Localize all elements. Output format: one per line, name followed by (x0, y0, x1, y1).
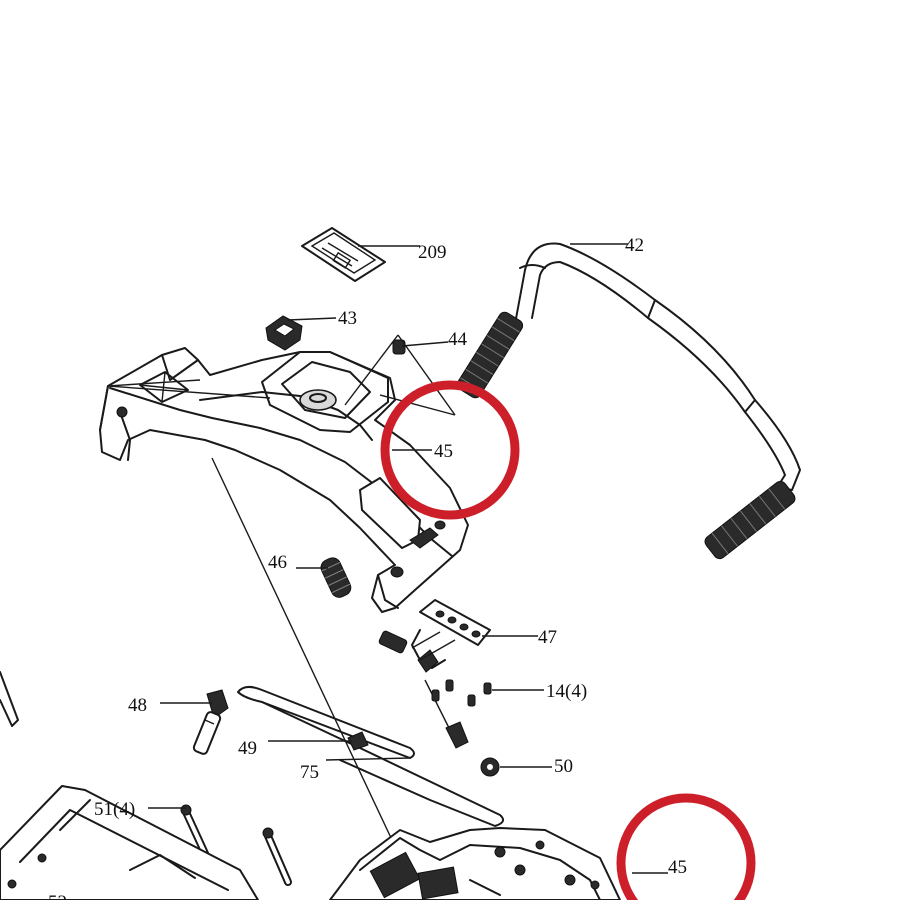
label-47: 47 (538, 627, 557, 648)
part-50-nut (480, 757, 500, 777)
label-45-lower: 45 (668, 857, 687, 878)
base-frame (0, 785, 621, 900)
part-44-screw (392, 339, 406, 355)
label-43: 43 (338, 308, 357, 329)
part-47-switch-plate (378, 599, 491, 749)
label-44: 44 (448, 329, 468, 350)
label-52-partial: 52 (48, 892, 67, 900)
label-209: 209 (418, 242, 447, 263)
part-42-handlebar (456, 242, 801, 560)
highlight-circle-upper (380, 380, 520, 520)
assembly-guide-line (211, 457, 393, 841)
label-51: 51(4) (94, 799, 135, 820)
label-49: 49 (238, 738, 257, 759)
label-75: 75 (300, 762, 319, 783)
part-49-cord (237, 686, 505, 827)
part-209-label-plate (301, 227, 386, 282)
part-48-knob (192, 689, 229, 755)
label-45-upper: 45 (434, 441, 453, 462)
highlight-circle-lower (616, 793, 756, 900)
label-48: 48 (128, 695, 147, 716)
part-46-spring (320, 557, 352, 598)
label-leaders (148, 243, 668, 874)
part-14-screws (431, 679, 492, 707)
label-14: 14(4) (546, 681, 587, 702)
label-50: 50 (554, 756, 573, 777)
console-bracket (99, 334, 469, 613)
part-43-cap (265, 315, 303, 351)
left-rail-fragment (0, 671, 19, 727)
label-42: 42 (625, 235, 644, 256)
label-46: 46 (268, 552, 287, 573)
